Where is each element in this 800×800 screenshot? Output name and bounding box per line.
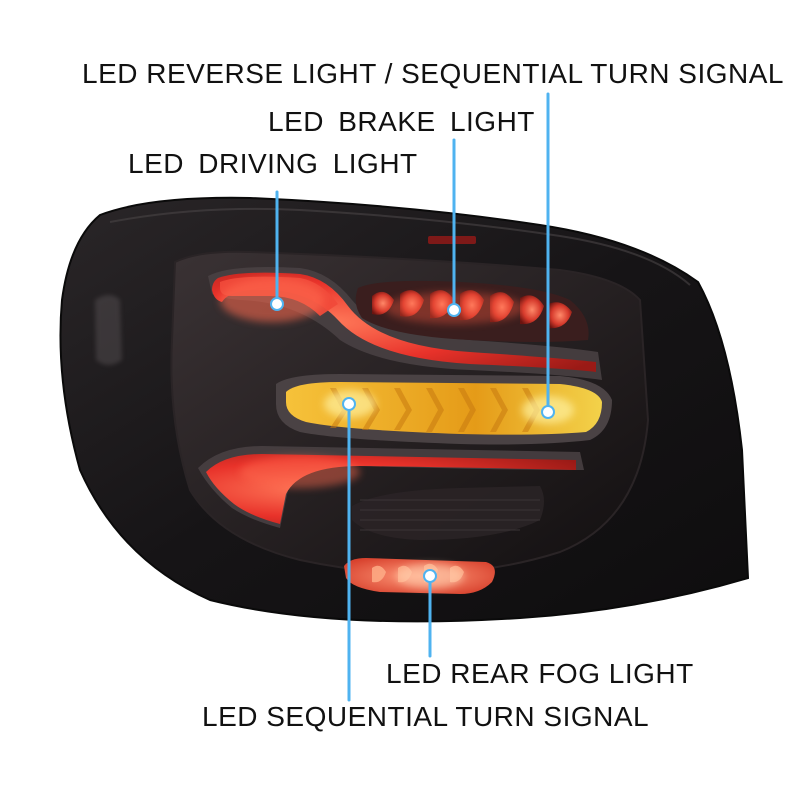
top-reflector [428,236,476,244]
label-brake-light: LED BRAKE LIGHT [268,106,535,137]
endpoint-driving [270,297,284,311]
leader-endpoints [270,297,555,583]
label-sequential-turn-signal: LED SEQUENTIAL TURN SIGNAL [202,701,650,732]
housing-rim [109,207,691,286]
label-driving-light: LED DRIVING LIGHT [128,148,418,179]
lower-red-bar-glow [240,456,360,488]
label-reverse-sequential-turn: LED REVERSE LIGHT / SEQUENTIAL TURN SIGN… [82,58,784,89]
endpoint-brake [447,303,461,317]
endpoint-reverse-turn [541,405,555,419]
mesh-reflector-grid [360,499,540,531]
endpoint-sequential-turn [342,397,356,411]
housing-highlight [95,295,122,365]
endpoint-rear-fog [423,569,437,583]
label-rear-fog-light: LED REAR FOG LIGHT [386,658,694,689]
leader-lines [275,92,550,702]
